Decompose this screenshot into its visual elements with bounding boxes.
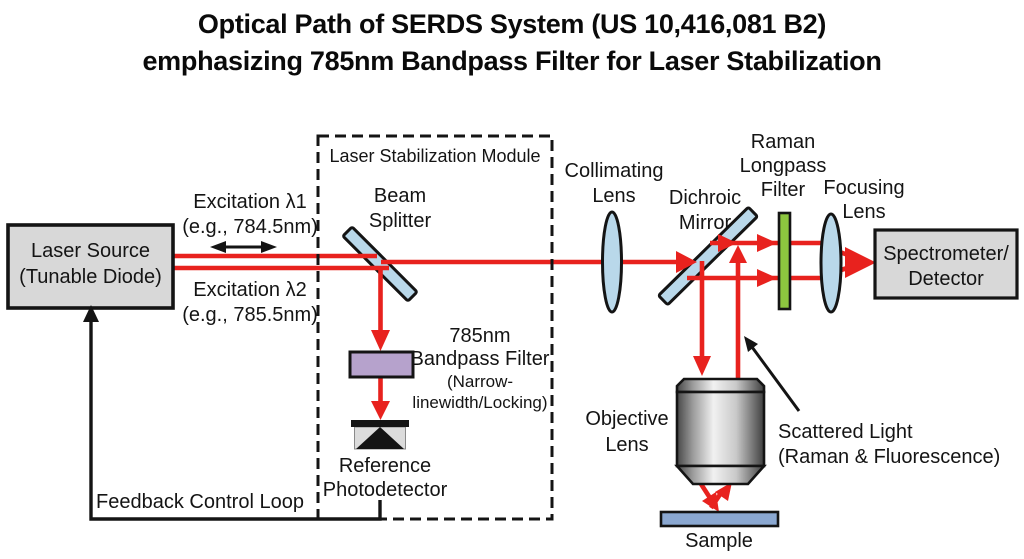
collimating-line2: Lens xyxy=(592,185,636,207)
longpass-line1: Raman xyxy=(750,131,816,153)
scattered-light-pointer xyxy=(750,346,801,412)
collimating-lens-label: Collimating Lens xyxy=(552,159,676,209)
arrowhead-output-lower xyxy=(757,269,777,287)
scattered-line2: (Raman & Fluorescence) xyxy=(778,446,1001,468)
spectrometer-box xyxy=(873,228,1019,300)
photodetector-line2: Photodetector xyxy=(322,479,448,501)
arrowhead-output-upper-1 xyxy=(718,234,737,252)
beam-splitter-line2: Splitter xyxy=(368,210,432,232)
arrowhead-focus-sample xyxy=(702,492,719,512)
arrowhead-output-upper-2 xyxy=(757,234,777,252)
excitation2-line1: Excitation λ2 xyxy=(193,279,307,301)
scattered-light-arrowhead xyxy=(744,336,758,352)
objective-nose-cone xyxy=(674,464,767,486)
focusing-lens-shape xyxy=(819,212,843,314)
spectrometer-line1: Spectrometer/ xyxy=(883,243,1009,265)
stabilization-module-box xyxy=(316,134,554,521)
bandpass-line4: linewidth/Locking) xyxy=(412,393,548,412)
bandpass-line2: Bandpass Filter xyxy=(410,348,550,370)
feedback-loop-label: Feedback Control Loop xyxy=(90,490,310,515)
arrowhead-main xyxy=(676,251,697,273)
arrowhead-into-spectrometer xyxy=(845,247,876,278)
photodetector-top-bar xyxy=(351,420,409,427)
objective-lens-label: Objective Lens xyxy=(565,406,689,458)
spectrometer-line2: Detector xyxy=(908,268,984,290)
feedback-arrowhead xyxy=(83,305,99,322)
stabilization-module-label: Laser Stabilization Module xyxy=(320,146,550,167)
objective-top-cap xyxy=(675,377,766,394)
beam-splitter-line1: Beam xyxy=(373,185,427,207)
laser-source-line2: (Tunable Diode) xyxy=(19,266,162,288)
tuning-arrowhead-right xyxy=(261,241,277,253)
collimating-lens-shape xyxy=(601,210,623,314)
excitation1-label: Excitation λ1 (e.g., 784.5nm) xyxy=(165,190,335,240)
dichroic-line2: Mirror xyxy=(678,212,732,234)
excitation2-label: Excitation λ2 (e.g., 785.5nm) xyxy=(165,278,335,328)
photodetector-triangle xyxy=(356,427,404,449)
photodetector-label: Reference Photodetector xyxy=(300,454,470,502)
objective-lens-shape xyxy=(674,377,767,486)
focusing-line1: Focusing xyxy=(823,177,905,199)
module-label-text: Laser Stabilization Module xyxy=(329,146,541,166)
dichroic-line1: Dichroic xyxy=(668,187,742,209)
longpass-line3: Filter xyxy=(760,179,806,201)
feedback-loop-line xyxy=(89,320,382,521)
sample-shape xyxy=(659,510,780,528)
arrowhead-splitter-down xyxy=(371,330,390,351)
arrowhead-return-up xyxy=(729,245,747,263)
bandpass-line1: 785nm xyxy=(449,325,511,347)
spectrometer-label: Spectrometer/ Detector xyxy=(875,242,1017,292)
photodetector-shape xyxy=(351,420,409,450)
collimating-line1: Collimating xyxy=(564,160,664,182)
sample-label-text: Sample xyxy=(685,530,753,552)
title-line-1: Optical Path of SERDS System (US 10,416,… xyxy=(197,9,827,39)
sample-label: Sample xyxy=(659,529,779,554)
focusing-line2: Lens xyxy=(842,201,886,223)
longpass-filter-shape xyxy=(777,211,792,311)
longpass-line2: Longpass xyxy=(739,155,827,177)
laser-source-box xyxy=(6,223,175,310)
excitation1-line2: (e.g., 784.5nm) xyxy=(182,216,318,238)
objective-line1: Objective xyxy=(585,408,669,430)
feedback-label-text: Feedback Control Loop xyxy=(96,491,304,513)
excitation1-line1: Excitation λ1 xyxy=(193,191,307,213)
objective-barrel xyxy=(675,390,766,468)
diagram-title: Optical Path of SERDS System (US 10,416,… xyxy=(0,6,1024,80)
tuning-arrowhead-left xyxy=(210,241,226,253)
beam-splitter-label: Beam Splitter xyxy=(340,184,460,234)
arrowhead-filter-down xyxy=(371,401,390,420)
title-line-2: emphasizing 785nm Bandpass Filter for La… xyxy=(142,46,882,76)
longpass-filter-label: Raman Longpass Filter xyxy=(723,130,843,202)
arrowhead-collect-up xyxy=(715,482,732,501)
bandpass-filter-shape xyxy=(348,350,415,379)
scattered-light-label: Scattered Light (Raman & Fluorescence) xyxy=(778,420,1018,470)
bandpass-line3: (Narrow- xyxy=(446,372,514,391)
laser-source-line1: Laser Source xyxy=(31,240,150,262)
dichroic-mirror-label: Dichroic Mirror xyxy=(645,186,765,236)
bandpass-filter-label: 785nm Bandpass Filter (Narrow- linewidth… xyxy=(405,325,555,413)
focusing-lens-label: Focusing Lens xyxy=(802,176,926,224)
dichroic-mirror-shape xyxy=(657,206,759,306)
arrowhead-mirror-down xyxy=(693,356,711,376)
wavelength-tuning-arrow xyxy=(210,241,277,253)
objective-line2: Lens xyxy=(605,434,649,456)
scattered-line1: Scattered Light xyxy=(778,421,913,443)
laser-source-label: Laser Source (Tunable Diode) xyxy=(8,238,173,290)
photodetector-line1: Reference xyxy=(338,455,432,477)
excitation2-line2: (e.g., 785.5nm) xyxy=(182,304,318,326)
feedback-path xyxy=(89,320,382,521)
laser-beam-arrowheads xyxy=(371,234,876,512)
